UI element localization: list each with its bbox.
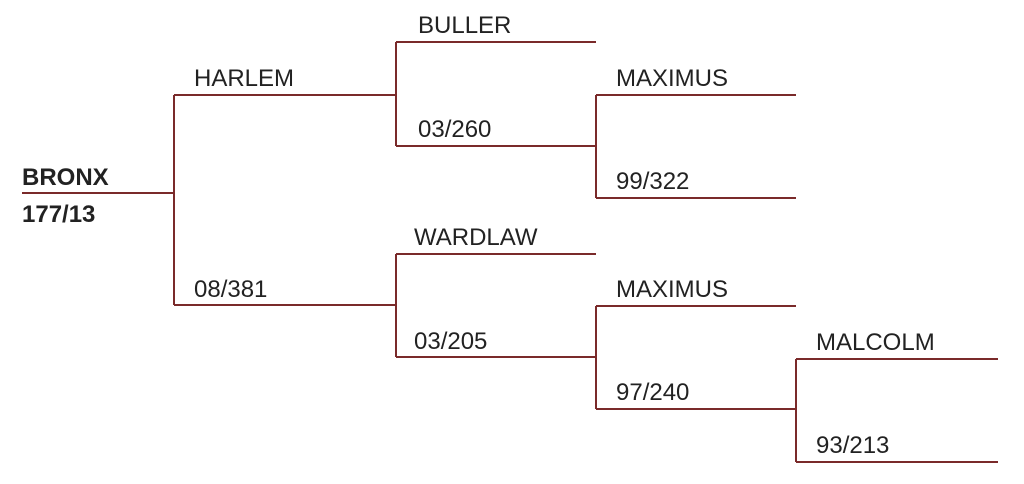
- sire-sire-name: BULLER: [418, 12, 511, 39]
- root-name: BRONX: [22, 164, 109, 191]
- sire-name: HARLEM: [194, 65, 294, 92]
- dam-dam-dam-sire-name: MALCOLM: [816, 329, 935, 356]
- sire-dam-number: 03/260: [418, 116, 491, 143]
- sire-dam-sire-name: MAXIMUS: [616, 65, 728, 92]
- pedigree-labels: BRONX 177/13 HARLEM 08/381 BULLER 03/260…: [22, 12, 935, 459]
- dam-dam-dam-dam-number: 93/213: [816, 432, 889, 459]
- root-number: 177/13: [22, 201, 95, 228]
- pedigree-connectors: [22, 41, 998, 463]
- dam-dam-number: 03/205: [414, 328, 487, 355]
- dam-dam-sire-name: MAXIMUS: [616, 276, 728, 303]
- dam-number: 08/381: [194, 276, 267, 303]
- sire-dam-dam-number: 99/322: [616, 168, 689, 195]
- dam-sire-name: WARDLAW: [414, 224, 538, 251]
- dam-dam-dam-number: 97/240: [616, 379, 689, 406]
